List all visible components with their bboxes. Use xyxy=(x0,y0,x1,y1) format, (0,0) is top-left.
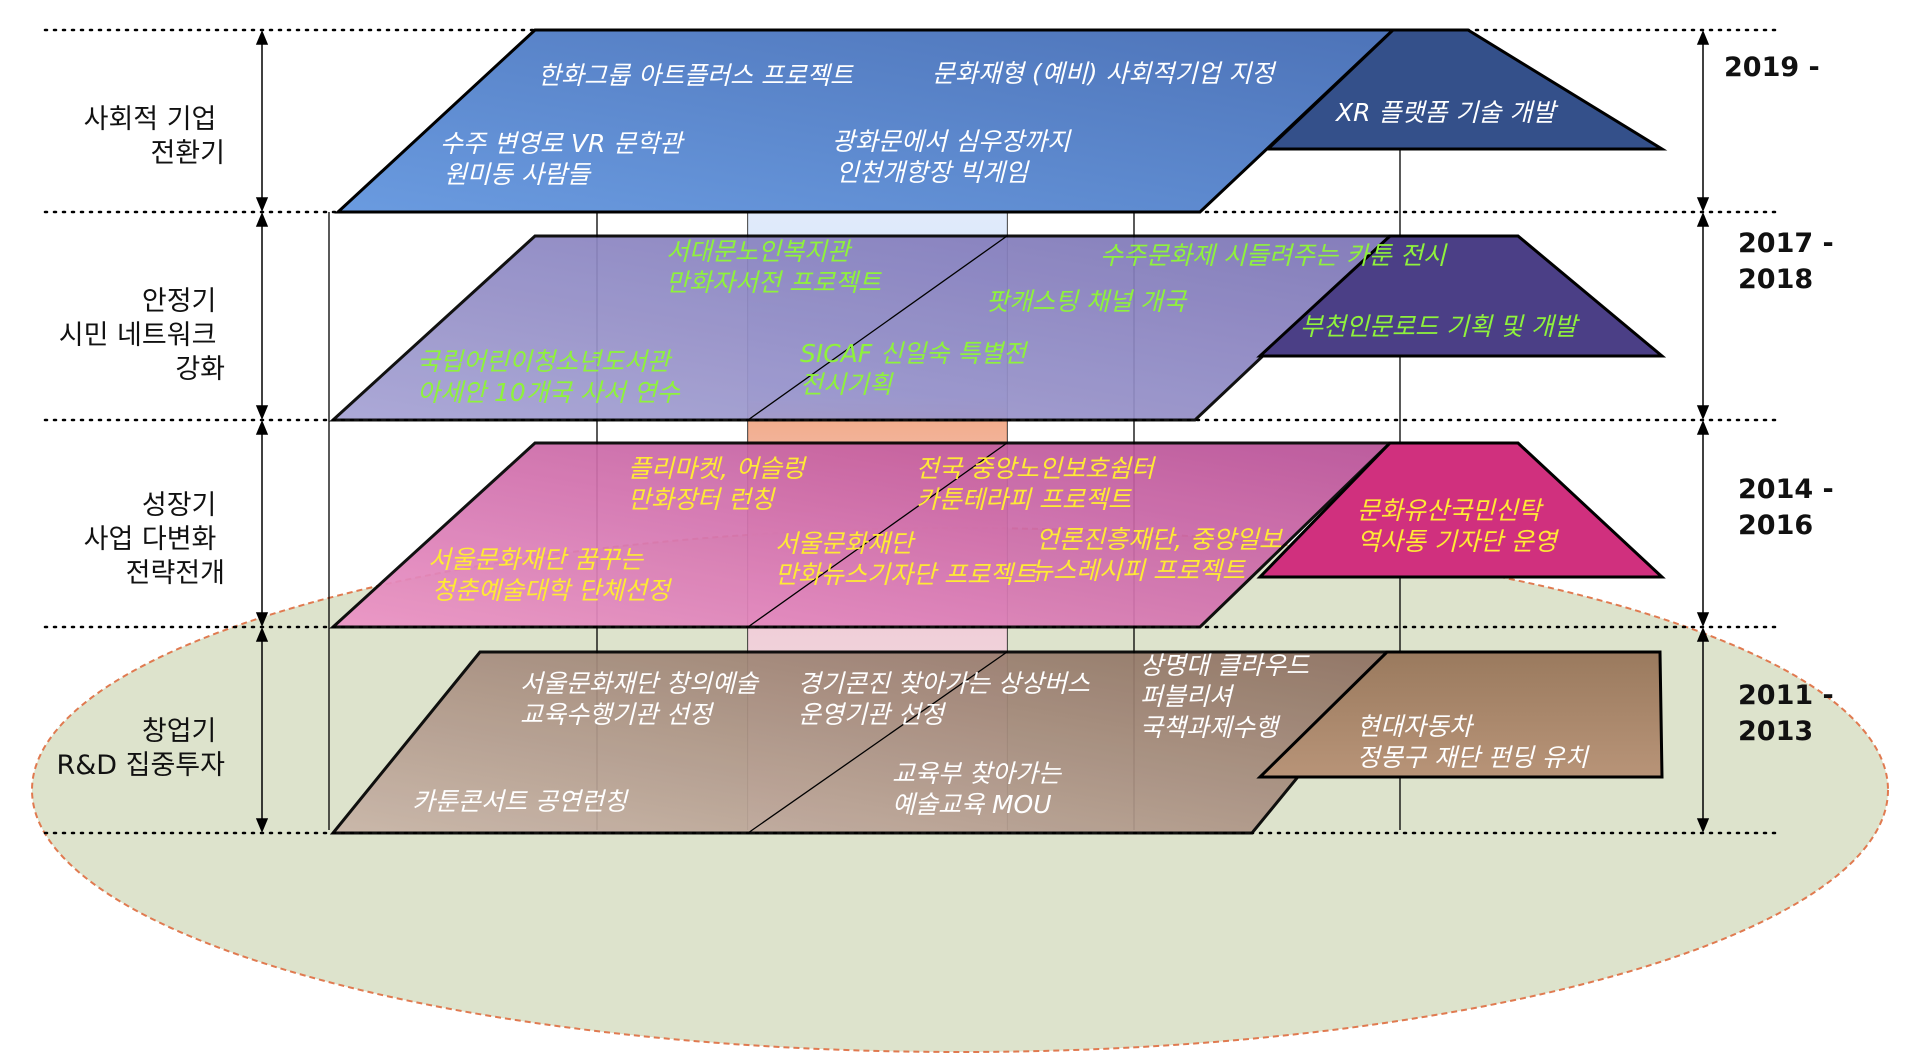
year-label-social: 2019 - xyxy=(1724,52,1820,83)
item-cloud-publisher: 상명대 클라우드 퍼블리셔 국책과제수행 xyxy=(1140,651,1317,742)
layer-growth-side xyxy=(1256,441,1666,579)
column-diagonals xyxy=(747,235,1008,834)
item-heritage-trust: 문화유산국민신탁 역사통 기자단 운영 xyxy=(1357,496,1560,556)
stage-label-startup: 창업기 R&D 집중투자 xyxy=(56,716,225,781)
item-youth-art-college: 서울문화재단 꿈꾸는 청춘예술대학 단체선정 xyxy=(428,545,673,605)
item-hyundai-funding: 현대자동차 정몽구 재단 펀딩 유치 xyxy=(1357,712,1590,772)
item-social-enterprise: 문화재형 (예비) 사회적기업 지정 xyxy=(932,59,1277,88)
stage-boundaries xyxy=(43,28,1782,835)
layer-startup xyxy=(329,650,1664,835)
right-range-arrows xyxy=(1696,30,1710,833)
item-gwanghwamun: 광화문에서 심우장까지 인천개항장 빅게임 xyxy=(832,127,1078,187)
left-range-arrows xyxy=(255,30,269,833)
item-podcast: 팟캐스팅 채널 개국 xyxy=(986,287,1188,316)
year-label-stable: 2017 - 2018 xyxy=(1738,228,1843,295)
item-xr-platform: XR 플랫폼 기술 개발 xyxy=(1334,98,1559,127)
item-hanwha-artplus: 한화그룹 아트플러스 프로젝트 xyxy=(538,61,854,90)
item-flea-market: 플리마켓, 어슬렁 만화장터 런칭 xyxy=(628,454,813,514)
item-sicaf: SICAF 신일숙 특별전 전시기획 xyxy=(800,339,1034,399)
item-cartoon-concert: 카툰콘서트 공연런칭 xyxy=(412,787,629,816)
stage-label-social: 사회적 기업 전환기 xyxy=(84,104,225,169)
item-suju-festival: 수주문화제 시들려주는 카툰 전시 xyxy=(1100,241,1448,270)
layer-startup-side xyxy=(1256,650,1664,779)
stage-label-stable: 안정기 시민 네트워크 강화 xyxy=(59,286,225,385)
stage-label-growth: 성장기 사업 다변화 전략전개 xyxy=(84,490,225,589)
item-creative-art-edu: 서울문화재단 창의예술 교육수행기관 선정 xyxy=(520,669,766,729)
item-vr-literature: 수주 변영로 VR 문학관 원미동 사람들 xyxy=(440,129,690,189)
year-label-growth: 2014 - 2016 xyxy=(1738,474,1843,541)
item-imagination-bus: 경기콘진 찾아가는 상상버스 운영기관 선정 xyxy=(798,669,1098,729)
item-cartoon-news: 서울문화재단 만화뉴스기자단 프로젝트 xyxy=(775,529,1037,589)
layer-stable-side xyxy=(1256,234,1667,358)
item-news-recipe: 언론진흥재단, 중앙일보 뉴스레시피 프로젝트 xyxy=(1030,525,1290,585)
item-cartoon-therapy: 전국 중앙노인보호쉼터 카툰테라피 프로젝트 xyxy=(916,454,1162,514)
item-seodaemun: 서대문노인복지관 만화자서전 프로젝트 xyxy=(666,237,882,297)
item-moe-mou: 교육부 찾아가는 예술교육 MOU xyxy=(892,759,1069,819)
layer-stable xyxy=(329,234,1667,422)
item-bucheon-road: 부천인문로드 기획 및 개발 xyxy=(1300,312,1581,341)
year-label-startup: 2011 - 2013 xyxy=(1738,680,1843,747)
item-national-library: 국립어린이청소년도서관 아세안 10개국 사서 연수 xyxy=(417,347,681,407)
